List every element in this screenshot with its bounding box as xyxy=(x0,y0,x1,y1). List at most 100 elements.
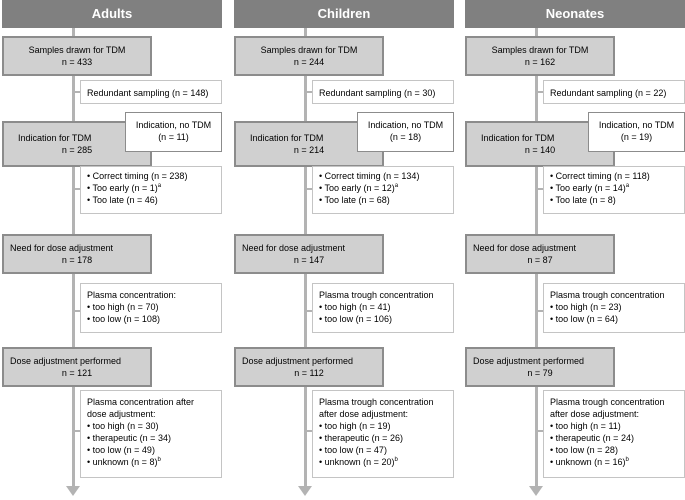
need-dose-adjustment-box: Need for dose adjustment n = 87 xyxy=(465,234,615,274)
after-adjustment-box: Plasma trough concentration after dose a… xyxy=(543,390,685,478)
box-label: Samples drawn for TDM xyxy=(260,45,358,55)
branch-connector xyxy=(538,188,543,190)
timing-box: • Correct timing (n = 134) • Too early (… xyxy=(312,166,454,214)
box-label: Samples drawn for TDM xyxy=(28,45,126,55)
list-item: • too low (n = 64) xyxy=(550,314,618,324)
after-adjustment-box: Plasma trough concentration after dose a… xyxy=(312,390,454,478)
list-item: • Too early (n = 12)a xyxy=(319,183,399,193)
list-item: • Too early (n = 14)a xyxy=(550,183,630,193)
box-count: n = 140 xyxy=(524,145,556,155)
list-item: • too high (n = 11) xyxy=(550,421,621,431)
box-heading: dose adjustment: xyxy=(87,409,156,419)
list-item: • Correct timing (n = 134) xyxy=(319,171,420,181)
redundant-sampling-box: Redundant sampling (n = 22) xyxy=(543,80,685,104)
list-item: • too high (n = 19) xyxy=(319,421,391,431)
branch-connector xyxy=(307,188,312,190)
plasma-concentration-box: Plasma trough concentration • too high (… xyxy=(543,283,685,333)
box-label: Samples drawn for TDM xyxy=(491,45,589,55)
indication-no-tdm-box: Indication, no TDM (n = 19) xyxy=(588,112,685,152)
redundant-sampling-box: Redundant sampling (n = 148) xyxy=(80,80,222,104)
branch-connector xyxy=(538,91,543,93)
list-item: • Too late (n = 46) xyxy=(87,195,158,205)
box-count: n = 112 xyxy=(294,368,324,378)
list-item: • too low (n = 47) xyxy=(319,445,387,455)
box-count: n = 178 xyxy=(61,255,93,265)
box-count: n = 147 xyxy=(293,255,325,265)
after-adjustment-box: Plasma concentration after dose adjustme… xyxy=(80,390,222,478)
box-count: n = 162 xyxy=(524,57,556,67)
branch-connector xyxy=(307,430,312,432)
box-count: (n = 19) xyxy=(620,132,653,142)
box-count: (n = 11) xyxy=(158,132,189,142)
column-title: Adults xyxy=(2,0,222,28)
arrow-down-icon xyxy=(529,486,543,496)
column-neonates: Neonates Samples drawn for TDM n = 162 R… xyxy=(465,0,685,500)
arrow-down-icon xyxy=(66,486,80,496)
box-heading: Plasma trough concentration xyxy=(550,397,665,407)
branch-connector xyxy=(75,310,80,312)
box-count: n = 285 xyxy=(61,145,93,155)
branch-connector xyxy=(307,91,312,93)
list-item: • too high (n = 70) xyxy=(87,302,159,312)
box-heading: after dose adjustment: xyxy=(319,409,409,419)
list-item: • too low (n = 49) xyxy=(87,445,155,455)
box-label: Need for dose adjustment xyxy=(473,243,577,253)
dose-adjustment-performed-box: Dose adjustment performed n = 112 xyxy=(234,347,384,387)
box-heading: Plasma trough concentration xyxy=(550,290,665,300)
list-item: • too high (n = 30) xyxy=(87,421,159,431)
box-count: (n = 18) xyxy=(389,132,422,142)
plasma-concentration-box: Plasma trough concentration • too high (… xyxy=(312,283,454,333)
column-title: Children xyxy=(234,0,454,28)
box-count: n = 214 xyxy=(293,145,325,155)
box-label: Indication for TDM xyxy=(18,133,92,143)
box-count: n = 244 xyxy=(293,57,325,67)
plasma-concentration-box: Plasma concentration: • too high (n = 70… xyxy=(80,283,222,333)
list-item: • therapeutic (n = 26) xyxy=(319,433,403,443)
column-adults: Adults Samples drawn for TDM n = 433 Red… xyxy=(2,0,222,500)
indication-no-tdm-box: Indication, no TDM (n = 11) xyxy=(125,112,222,152)
branch-connector xyxy=(75,188,80,190)
samples-drawn-box: Samples drawn for TDM n = 162 xyxy=(465,36,615,76)
box-label: Dose adjustment performed xyxy=(473,356,585,366)
list-item: • too high (n = 41) xyxy=(319,302,391,312)
samples-drawn-box: Samples drawn for TDM n = 244 xyxy=(234,36,384,76)
box-heading: Plasma concentration: xyxy=(87,290,177,300)
redundant-sampling-box: Redundant sampling (n = 30) xyxy=(312,80,454,104)
branch-connector xyxy=(75,430,80,432)
list-item: • unknown (n = 16)b xyxy=(550,457,629,467)
list-item: • unknown (n = 20)b xyxy=(319,457,398,467)
arrow-down-icon xyxy=(298,486,312,496)
column-title: Neonates xyxy=(465,0,685,28)
box-count: n = 87 xyxy=(527,255,553,265)
box-label: Redundant sampling (n = 30) xyxy=(319,88,436,98)
box-label: Dose adjustment performed xyxy=(10,356,122,366)
box-label: Indication, no TDM xyxy=(135,120,212,130)
indication-no-tdm-box: Indication, no TDM (n = 18) xyxy=(357,112,454,152)
box-label: Indication, no TDM xyxy=(367,120,444,130)
list-item: • unknown (n = 8)b xyxy=(87,457,161,467)
list-item: • too high (n = 23) xyxy=(550,302,622,312)
box-label: Indication for TDM xyxy=(481,133,555,143)
box-label: Indication for TDM xyxy=(250,133,324,143)
list-item: • Too late (n = 68) xyxy=(319,195,390,205)
need-dose-adjustment-box: Need for dose adjustment n = 178 xyxy=(2,234,152,274)
need-dose-adjustment-box: Need for dose adjustment n = 147 xyxy=(234,234,384,274)
box-label: Need for dose adjustment xyxy=(242,243,346,253)
list-item: • too low (n = 28) xyxy=(550,445,618,455)
box-label: Indication, no TDM xyxy=(598,120,675,130)
box-count: n = 433 xyxy=(61,57,93,67)
list-item: • Correct timing (n = 238) xyxy=(87,171,188,181)
dose-adjustment-performed-box: Dose adjustment performed n = 121 xyxy=(2,347,152,387)
list-item: • therapeutic (n = 34) xyxy=(87,433,171,443)
list-item: • too low (n = 106) xyxy=(319,314,392,324)
branch-connector xyxy=(538,310,543,312)
list-item: • too low (n = 108) xyxy=(87,314,160,324)
branch-connector xyxy=(307,310,312,312)
column-children: Children Samples drawn for TDM n = 244 R… xyxy=(234,0,454,500)
box-heading: Plasma concentration after xyxy=(87,397,195,407)
list-item: • therapeutic (n = 24) xyxy=(550,433,634,443)
box-label: Need for dose adjustment xyxy=(10,243,114,253)
list-item: • Too early (n = 1)a xyxy=(87,183,162,193)
box-label: Redundant sampling (n = 22) xyxy=(550,88,667,98)
